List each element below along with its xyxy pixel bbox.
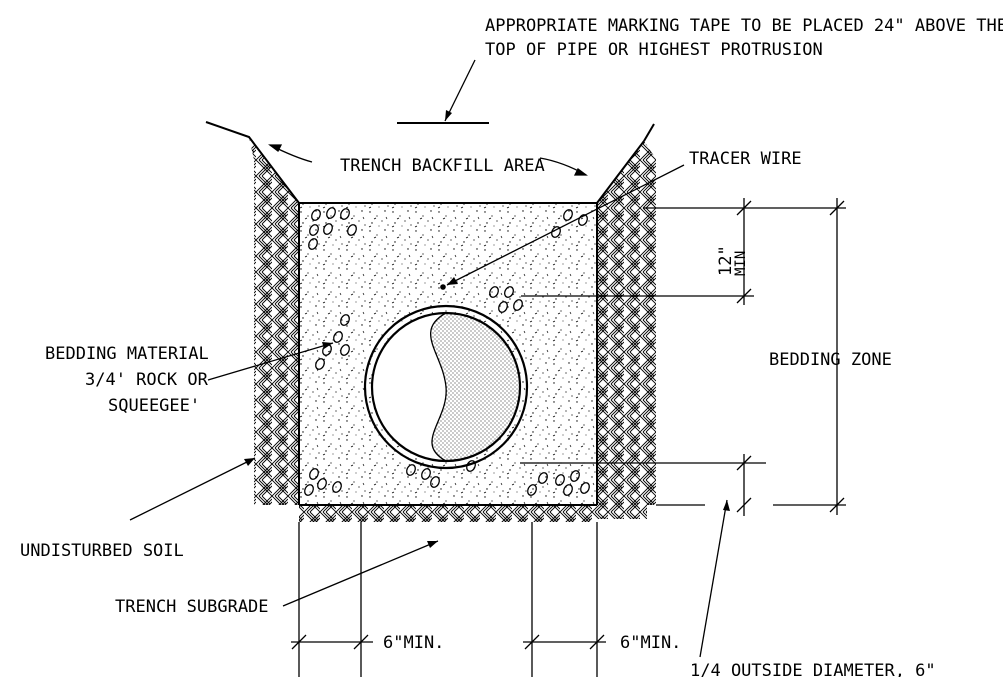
dimension-lines [520,198,846,516]
bedding-material-label-line1: BEDDING MATERIAL [45,344,209,364]
undisturbed-soil-leader [129,457,256,521]
side-clearance-dims [291,522,606,677]
tracer-wire-point [440,284,446,290]
marking-tape-label-line2: TOP OF PIPE OR HIGHEST PROTRUSION [485,40,823,60]
gravel-pebbles [304,207,590,496]
trench-backfill-label: TRENCH BACKFILL AREA [340,156,545,176]
marking-tape-label-line1: APPROPRIATE MARKING TAPE TO BE PLACED 24… [485,16,1003,36]
trench-subgrade-label: TRENCH SUBGRADE [115,597,269,617]
trench-outline [205,121,655,506]
side-clearance-left-label: 6"MIN. [383,633,444,653]
cover-dim-suffix-label: MIN [733,251,749,276]
bedding-material-label-line2: 3/4' ROCK OR [85,370,209,390]
bedding-depth-label: 1/4 OUTSIDE DIAMETER, 6" [690,661,936,677]
tracer-wire-label: TRACER WIRE [689,149,802,169]
bedding-zone-label: BEDDING ZONE [769,350,892,370]
pipe [363,304,529,470]
bedding-material-label-line3: SQUEEGEE' [108,396,200,416]
bedding-material-leader [207,342,334,381]
cover-dim-value-label: 12" [716,245,736,276]
tracer-wire-leader [446,164,685,286]
side-clearance-right-label: 6"MIN. [620,633,681,653]
undisturbed-soil-label: UNDISTURBED SOIL [20,541,184,561]
marking-tape [397,59,489,124]
bedding-depth-leader [699,499,730,658]
backfill-arrows [268,144,588,176]
undisturbed-soil-hatch [249,137,656,522]
